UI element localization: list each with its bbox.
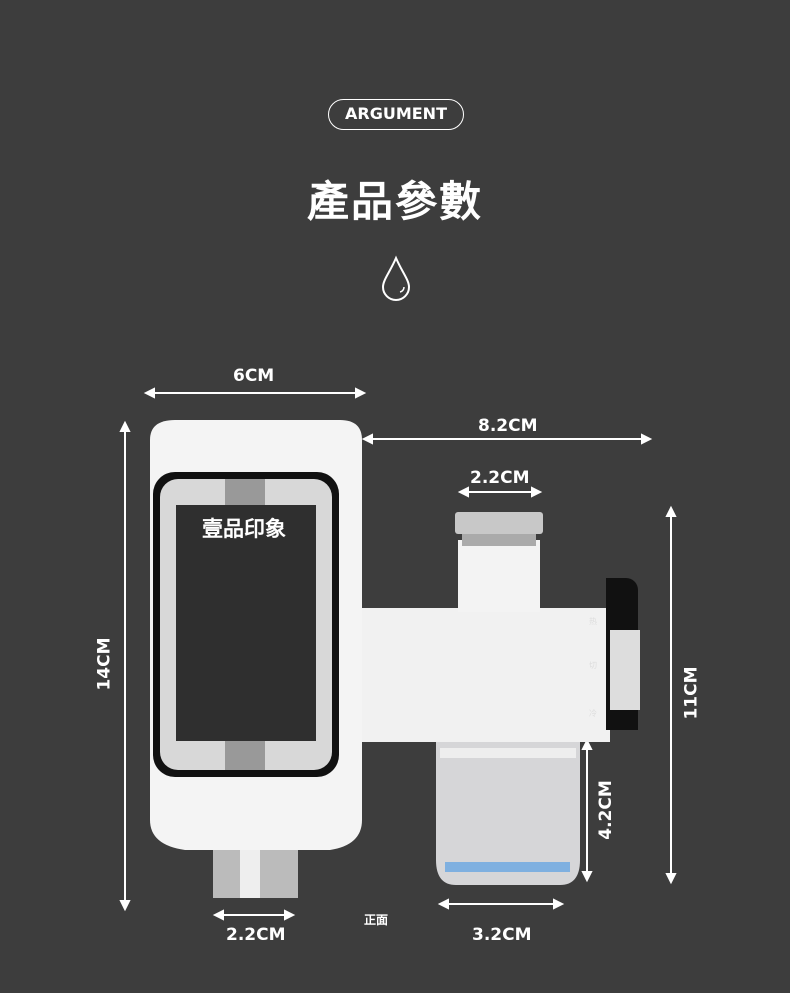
- page-title: 產品參數: [306, 177, 483, 226]
- dimension-arrows: [119, 387, 677, 921]
- dim-filter-width: 3.2CM: [472, 925, 532, 945]
- side-label-cold: 冷: [589, 709, 597, 718]
- dim-outlet: 2.2CM: [226, 925, 286, 945]
- dim-height-right: 11CM: [681, 666, 702, 720]
- side-label-switch: 切: [589, 661, 597, 670]
- view-label: 正面: [364, 913, 389, 927]
- side-label-hot: 热: [589, 617, 597, 626]
- dim-width-top: 6CM: [233, 366, 275, 386]
- dim-inlet: 2.2CM: [470, 468, 530, 488]
- brand-label: 壹品印象: [202, 517, 286, 541]
- dim-filter-height: 4.2CM: [595, 780, 616, 840]
- dim-height: 14CM: [94, 637, 115, 691]
- argument-badge: ARGUMENT: [328, 99, 464, 130]
- faucet-heater: [150, 420, 640, 898]
- water-drop-icon: [381, 255, 411, 301]
- dim-length: 8.2CM: [478, 416, 538, 436]
